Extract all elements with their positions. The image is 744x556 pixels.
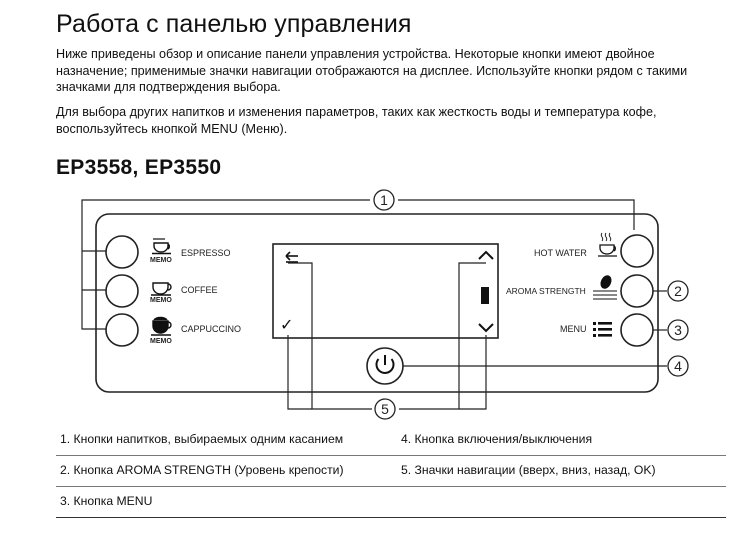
callout-2-number: 2 (674, 283, 682, 299)
callout-1-number: 1 (380, 192, 388, 208)
cappuccino-memo: MEMO (150, 338, 172, 345)
power-icon (375, 355, 395, 374)
model-heading: EP3558, EP3550 (56, 156, 222, 179)
coffee-memo: MEMO (150, 297, 172, 304)
callout-5-circle (374, 398, 396, 420)
legend-table: 1. Кнопки напитков, выбираемых одним кас… (56, 425, 726, 518)
legend-item-4: 4. Кнопка включения/выключения (401, 432, 593, 446)
espresso-button (105, 235, 139, 269)
panel-outline (95, 213, 659, 393)
scroll-indicator (481, 287, 489, 304)
up-arrow-icon (478, 250, 494, 260)
left-buttons (105, 235, 139, 347)
espresso-label: ESPRESSO (181, 248, 231, 258)
legend-item-1: 1. Кнопки напитков, выбираемых одним кас… (60, 432, 344, 446)
cappuccino-cup-icon (151, 316, 172, 336)
menu-label: MENU (560, 324, 587, 334)
legend-row: 2. Кнопка AROMA STRENGTH (Уровень крепос… (56, 456, 726, 487)
espresso-cup-icon (152, 238, 171, 255)
callout-3-circle (667, 319, 689, 341)
legend-item-2: 2. Кнопка AROMA STRENGTH (Уровень крепос… (60, 463, 344, 477)
legend-item-5: 5. Значки навигации (вверх, вниз, назад,… (401, 463, 656, 477)
cappuccino-label: CAPPUCCINO (181, 324, 241, 334)
aroma-strength-label: AROMA STRENGTH (506, 286, 586, 296)
callout-1-circle (373, 189, 395, 211)
callout-2-circle (667, 280, 689, 302)
coffee-cup-icon (151, 282, 172, 296)
control-panel-diagram: MEMO ESPRESSO MEMO COFFEE MEMO CAPPUCCIN… (81, 189, 689, 420)
right-buttons (620, 234, 654, 347)
back-icon (285, 251, 298, 263)
hot-water-button (620, 234, 654, 268)
ok-check-icon: ✓ (280, 315, 293, 334)
cappuccino-button (105, 313, 139, 347)
espresso-memo: MEMO (150, 257, 172, 264)
hot-water-icon (598, 232, 617, 257)
coffee-button (105, 274, 139, 308)
intro-paragraph: Ниже приведены обзор и описание панели у… (56, 47, 688, 94)
menu-paragraph: Для выбора других напитков и изменения п… (56, 105, 657, 136)
callout-5-leaders (287, 262, 487, 410)
coffee-label: COFFEE (181, 285, 218, 295)
aroma-strength-button (620, 274, 654, 308)
down-arrow-icon (478, 323, 494, 333)
callout-1-leaders (81, 199, 635, 330)
callout-5-number: 5 (381, 401, 389, 417)
page-title: Работа с панелью управления (56, 10, 412, 38)
menu-list-icon (593, 322, 612, 337)
display-screen (272, 243, 499, 339)
hot-water-label: HOT WATER (534, 248, 587, 258)
callout-4-number: 4 (674, 358, 682, 374)
legend-item-3: 3. Кнопка MENU (60, 494, 153, 508)
power-button (366, 347, 404, 385)
legend-row: 3. Кнопка MENU (56, 487, 726, 518)
legend-row: 1. Кнопки напитков, выбираемых одним кас… (56, 425, 726, 456)
coffee-bean-icon (593, 275, 617, 300)
callout-3-number: 3 (674, 322, 682, 338)
callout-4-circle (667, 355, 689, 377)
menu-button (620, 313, 654, 347)
